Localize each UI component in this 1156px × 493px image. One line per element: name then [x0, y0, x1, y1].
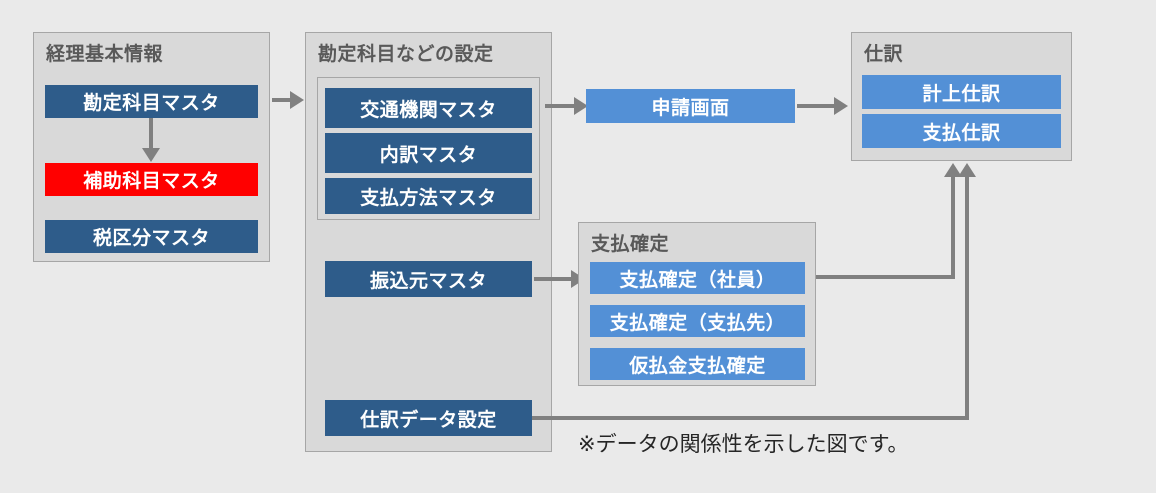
node-sub-account-master[interactable]: 補助科目マスタ: [45, 163, 258, 196]
node-label: 勘定科目マスタ: [83, 93, 220, 114]
node-application-screen[interactable]: 申請画面: [586, 89, 795, 123]
node-label: 振込元マスタ: [369, 270, 487, 292]
group-title-journal: 仕訳: [864, 44, 904, 65]
node-label: 計上仕訳: [922, 83, 1001, 105]
node-label: 支払確定（社員）: [619, 269, 776, 291]
connector-payment-to-journal-h: [816, 275, 955, 279]
node-label: 税区分マスタ: [92, 228, 210, 249]
connector-journaldata-to-journal-arrowhead: [958, 163, 976, 177]
group-title-payment-confirm: 支払確定: [591, 234, 670, 255]
connector-journaldata-to-journal-v: [965, 176, 969, 420]
diagram-note: ※データの関係性を示した図です。: [578, 432, 909, 456]
connector-payment-to-journal-v: [951, 176, 955, 279]
node-label: 申請画面: [651, 97, 730, 119]
node-account-item-master[interactable]: 勘定科目マスタ: [45, 85, 258, 118]
node-breakdown-master[interactable]: 内訳マスタ: [325, 133, 532, 173]
node-label: 仕訳データ設定: [360, 409, 497, 431]
node-label: 交通機関マスタ: [360, 99, 497, 121]
node-payment-journal[interactable]: 支払仕訳: [862, 114, 1061, 148]
connector-apply-to-journal-line: [797, 104, 837, 108]
connector-basic-to-settings-line: [272, 98, 292, 102]
node-payment-method-master[interactable]: 支払方法マスタ: [325, 178, 532, 214]
node-tax-category-master[interactable]: 税区分マスタ: [45, 220, 258, 253]
node-transfer-source-master[interactable]: 振込元マスタ: [325, 261, 532, 297]
node-transport-master[interactable]: 交通機関マスタ: [325, 88, 532, 128]
node-label: 仮払金支払確定: [629, 355, 766, 377]
connector-account-to-subaccount-arrowhead: [142, 148, 160, 162]
node-label: 内訳マスタ: [379, 144, 478, 166]
connector-transport-to-apply-arrowhead: [574, 97, 588, 115]
node-payment-confirm-employee[interactable]: 支払確定（社員）: [590, 262, 805, 294]
connector-transfer-to-payment-line: [534, 277, 574, 281]
node-label: 支払仕訳: [922, 122, 1001, 144]
group-title-accounting-basic: 経理基本情報: [46, 44, 164, 65]
node-label: 支払確定（支払先）: [609, 312, 786, 334]
connector-basic-to-settings-arrowhead: [290, 91, 304, 109]
node-provisional-payment-confirm[interactable]: 仮払金支払確定: [590, 348, 805, 380]
connector-transport-to-apply-line: [545, 104, 577, 108]
connector-journaldata-to-journal-h: [532, 416, 969, 420]
connector-apply-to-journal-arrowhead: [834, 97, 848, 115]
node-label: 補助科目マスタ: [83, 171, 220, 192]
node-payment-confirm-payee[interactable]: 支払確定（支払先）: [590, 305, 805, 337]
node-accrual-journal[interactable]: 計上仕訳: [862, 75, 1061, 109]
group-title-account-settings: 勘定科目などの設定: [318, 44, 494, 65]
connector-account-to-subaccount-line: [149, 118, 153, 149]
node-label: 支払方法マスタ: [360, 187, 497, 209]
node-journal-data-settings[interactable]: 仕訳データ設定: [325, 400, 532, 436]
connector-payment-to-journal-arrowhead: [944, 163, 962, 177]
